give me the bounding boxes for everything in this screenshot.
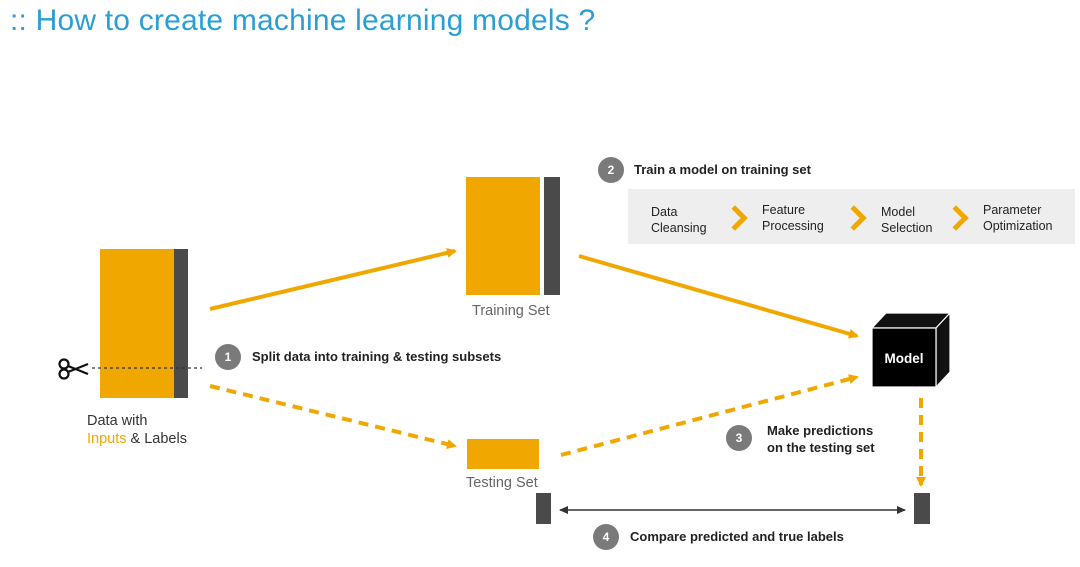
- step-1-badge: 1: [215, 344, 241, 370]
- pipeline-stage-line2: Selection: [881, 221, 933, 235]
- step-4-label: Compare predicted and true labels: [630, 529, 844, 544]
- model-label: Model: [885, 351, 924, 366]
- pipeline-stage-model-selection: Model Selection: [881, 204, 932, 236]
- model-cube: Model: [870, 311, 952, 389]
- training-inputs-block: [466, 177, 540, 295]
- pipeline-stage-line1: Parameter: [983, 203, 1042, 217]
- predicted-labels-bar: [914, 493, 930, 524]
- arrow-testing-to-model: [560, 374, 859, 457]
- dataset-label-line2: Inputs & Labels: [87, 430, 187, 448]
- dataset-inputs-block: [100, 249, 174, 398]
- step-3-label-line2: on the testing set: [767, 440, 875, 455]
- dataset-labels-block: [174, 249, 188, 398]
- pipeline-stage-line1: Feature: [762, 203, 806, 217]
- step-3-label-line1: Make predictions: [767, 423, 874, 438]
- training-labels-block: [544, 177, 560, 295]
- page-title: :: How to create machine learning models…: [10, 4, 596, 37]
- pipeline-stage-line2: Processing: [762, 219, 824, 233]
- training-set-label: Training Set: [472, 303, 550, 319]
- pipeline-stage-feature-processing: Feature Processing: [762, 202, 824, 234]
- arrow-training-to-model: [578, 254, 859, 339]
- full-dataset: [100, 249, 188, 398]
- step-2-badge: 2: [598, 157, 624, 183]
- pipeline-stage-line1: Data: [651, 205, 678, 219]
- testing-set-block: [467, 439, 539, 469]
- pipeline-stage-line2: Optimization: [983, 219, 1053, 233]
- training-set: [466, 177, 560, 295]
- dataset-label-rest: & Labels: [126, 431, 187, 447]
- scissors-icon: [58, 358, 89, 380]
- dataset-label-inputs: Inputs: [87, 431, 127, 447]
- step-3-badge: 3: [726, 425, 752, 451]
- arrow-data-to-training: [209, 247, 457, 311]
- testing-set-label: Testing Set: [466, 475, 538, 491]
- dataset-label-line1: Data with: [87, 413, 148, 429]
- true-labels-bar: [536, 493, 551, 524]
- pipeline-stage-data-cleansing: Data Cleansing: [651, 204, 707, 236]
- pipeline-stage-line2: Cleansing: [651, 221, 707, 235]
- step-4-badge: 4: [593, 524, 619, 550]
- step-2-label: Train a model on training set: [634, 162, 811, 177]
- arrow-data-to-testing: [209, 384, 457, 449]
- pipeline-stage-line1: Model: [881, 205, 916, 219]
- pipeline-stage-parameter-optimization: Parameter Optimization: [983, 202, 1052, 234]
- dataset-label: Data with Inputs & Labels: [87, 412, 187, 448]
- step-3-label: Make predictions on the testing set: [767, 422, 875, 456]
- step-1-label: Split data into training & testing subse…: [252, 349, 502, 364]
